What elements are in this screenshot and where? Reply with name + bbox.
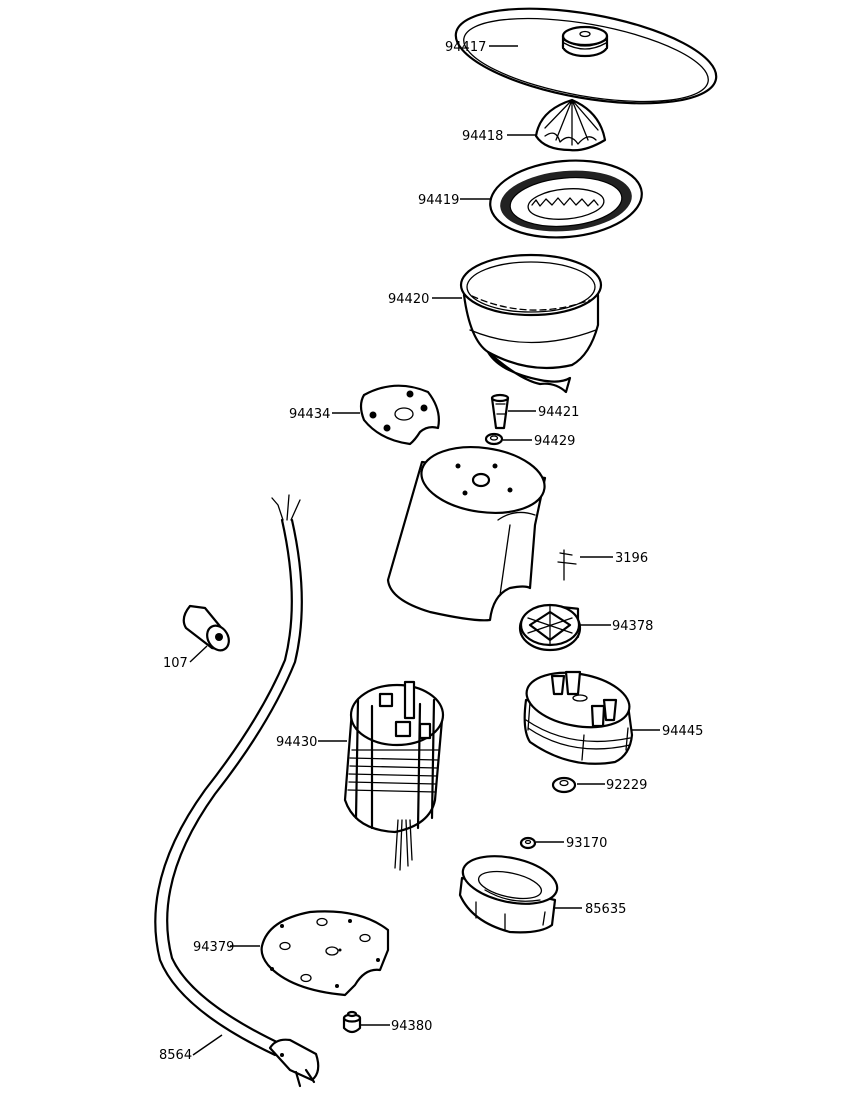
part-94418-cone[interactable] xyxy=(534,98,607,152)
part-92229-bushing[interactable] xyxy=(551,776,577,794)
part-94445-gearbox-cover[interactable] xyxy=(522,665,634,765)
part-housing xyxy=(386,446,547,622)
part-85635-base-housing[interactable] xyxy=(458,849,561,934)
label-94429: 94429 xyxy=(534,434,575,449)
label-94421: 94421 xyxy=(538,405,579,420)
label-92229: 92229 xyxy=(606,778,647,793)
part-107-capacitor[interactable] xyxy=(182,604,233,654)
part-94417-lid[interactable] xyxy=(449,0,724,120)
part-94419-strainer[interactable] xyxy=(487,155,645,244)
part-94429-washer[interactable] xyxy=(484,432,504,446)
part-94380-foot[interactable] xyxy=(342,1010,362,1034)
label-94380: 94380 xyxy=(391,1019,432,1034)
label-3196: 3196 xyxy=(615,551,648,566)
label-107: 107 xyxy=(163,656,188,671)
part-94430-motor[interactable] xyxy=(343,680,445,871)
label-94430: 94430 xyxy=(276,735,317,750)
label-94378: 94378 xyxy=(612,619,653,634)
label-85635: 85635 xyxy=(585,902,626,917)
label-94420: 94420 xyxy=(388,292,429,307)
part-94420-bowl[interactable] xyxy=(459,253,603,394)
part-93170-washer[interactable] xyxy=(519,836,537,850)
label-94379: 94379 xyxy=(193,940,234,955)
label-94419: 94419 xyxy=(418,193,459,208)
part-94421-shaft[interactable] xyxy=(490,393,510,430)
part-94378-fan[interactable] xyxy=(518,603,582,652)
label-8564: 8564 xyxy=(159,1048,192,1063)
label-94418: 94418 xyxy=(462,129,503,144)
label-94445: 94445 xyxy=(662,724,703,739)
part-8564-power-cord[interactable] xyxy=(154,494,320,1088)
part-94379-base-plate[interactable] xyxy=(260,910,390,997)
part-94434-gasket[interactable] xyxy=(359,384,440,446)
label-94434: 94434 xyxy=(289,407,330,422)
label-94417: 94417 xyxy=(445,40,486,55)
label-93170: 93170 xyxy=(566,836,607,851)
